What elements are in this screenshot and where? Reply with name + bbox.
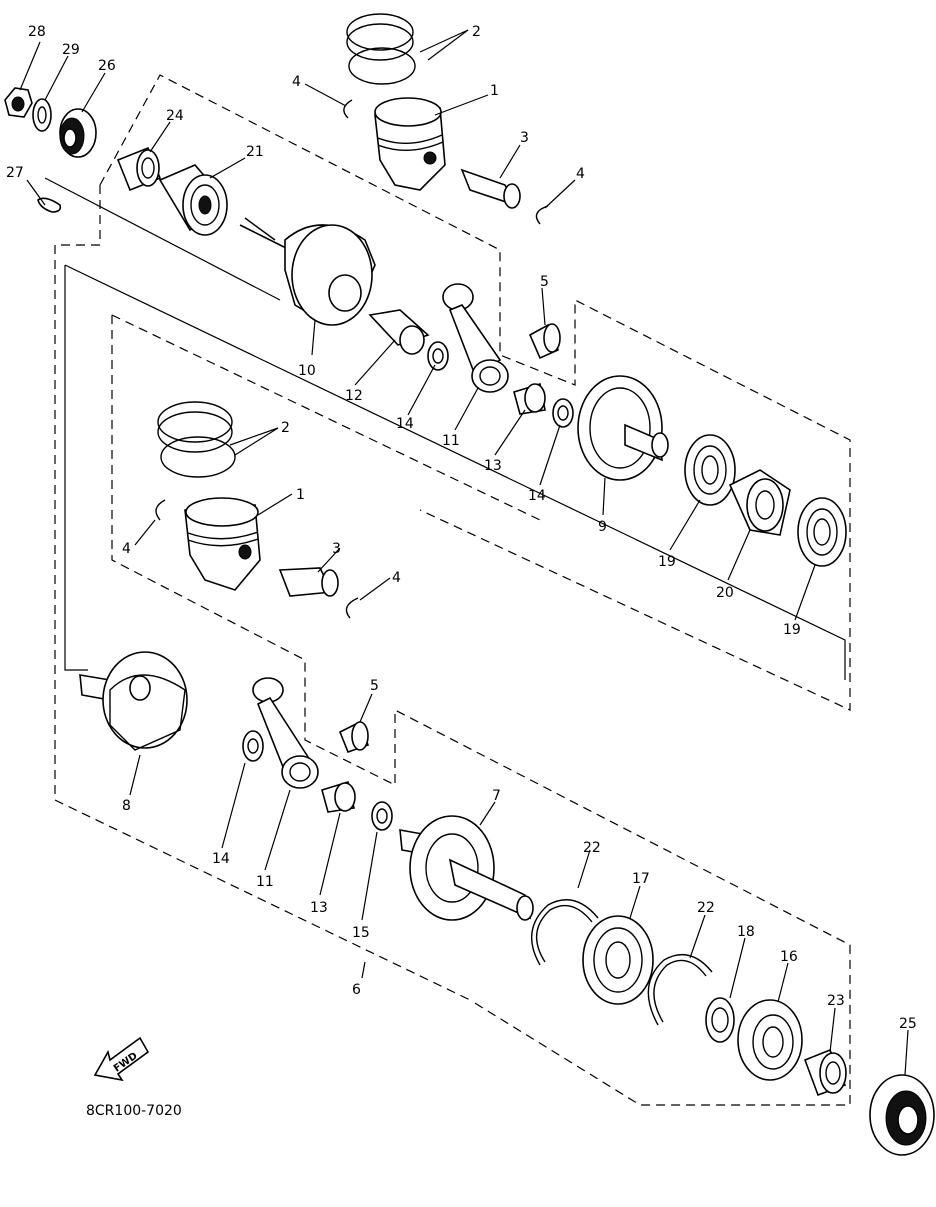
spacer-20 [728, 469, 791, 536]
callout-13-upper: 13 [484, 458, 502, 474]
crank-pin-12 [368, 309, 430, 355]
collar-23 [803, 1048, 847, 1097]
callout-15: 15 [352, 925, 370, 941]
callout-21: 21 [246, 144, 264, 160]
callout-5-upper: 5 [540, 274, 549, 290]
circlip-4-c [155, 499, 166, 521]
washer-29 [32, 98, 52, 132]
bearing-19-b [797, 497, 847, 567]
callout-7: 7 [492, 788, 501, 804]
piston-rings-2-upper [346, 13, 416, 85]
bearing-16 [737, 999, 803, 1081]
callout-11-lower: 11 [256, 874, 274, 890]
connecting-rod-11-upper [442, 283, 509, 393]
callout-4-c: 4 [122, 541, 131, 557]
bearing-5-upper [528, 323, 561, 360]
leader-lines [19, 29, 909, 1076]
washer-15 [371, 801, 393, 831]
piston-pin-3-lower [278, 567, 339, 597]
callout-4-b: 4 [576, 166, 585, 182]
key-27 [37, 197, 62, 213]
callout-19-a: 19 [658, 554, 676, 570]
oil-seal-26 [59, 108, 97, 158]
callout-22-a: 22 [583, 840, 601, 856]
washer-18 [705, 997, 735, 1043]
callout-19-b: 19 [783, 622, 801, 638]
callout-14-a: 14 [396, 416, 414, 432]
circlip-4-a [343, 99, 353, 119]
collar-24 [116, 146, 162, 192]
callout-16: 16 [780, 949, 798, 965]
bearing-19-a [684, 434, 736, 506]
callout-20: 20 [716, 585, 734, 601]
piston-1-upper [374, 97, 446, 191]
callout-11-upper: 11 [442, 433, 460, 449]
callout-26: 26 [98, 58, 116, 74]
callout-3-lower: 3 [332, 541, 341, 557]
piston-pin-3-upper [460, 168, 521, 209]
callout-9: 9 [598, 519, 607, 535]
bearing-17 [582, 915, 654, 1005]
callout-6: 6 [352, 982, 361, 998]
callout-8: 8 [122, 798, 131, 814]
callout-22-b: 22 [697, 900, 715, 916]
connecting-rod-11-lower [252, 677, 319, 789]
callout-18: 18 [737, 924, 755, 940]
diagram-code: 8CR100-7020 [86, 1103, 182, 1119]
callout-14-c: 14 [212, 851, 230, 867]
washer-14-c [242, 730, 264, 762]
crank-8 [79, 651, 188, 751]
circlip-22-a [531, 899, 599, 966]
piston-rings-2-lower [157, 401, 236, 478]
crank-7 [399, 815, 534, 921]
callout-29: 29 [62, 42, 80, 58]
bearing-13-upper [513, 382, 546, 415]
washer-14-a [427, 341, 449, 371]
callout-4-a: 4 [292, 74, 301, 90]
assembly-outlines [44, 74, 851, 1106]
callout-27: 27 [6, 165, 24, 181]
callout-5-lower: 5 [370, 678, 379, 694]
bearing-21 [158, 164, 228, 236]
circlip-4-d [345, 597, 359, 619]
callout-labels: 28 29 26 27 24 21 2 4 1 3 4 5 10 12 14 1… [6, 24, 917, 1032]
callout-13-lower: 13 [310, 900, 328, 916]
callout-28: 28 [28, 24, 46, 40]
fwd-arrow-icon: FWD [93, 1036, 150, 1082]
callout-4-d: 4 [392, 570, 401, 586]
oil-seal-25 [869, 1074, 935, 1156]
callout-25: 25 [899, 1016, 917, 1032]
nut-28 [4, 87, 33, 118]
bearing-13-lower [321, 780, 356, 813]
callout-3-upper: 3 [520, 130, 529, 146]
callout-2-lower: 2 [281, 420, 290, 436]
piston-1-lower [184, 497, 261, 591]
callout-12: 12 [345, 388, 363, 404]
callout-10: 10 [298, 363, 316, 379]
callout-2-upper: 2 [472, 24, 481, 40]
callout-23: 23 [827, 993, 845, 1009]
crank-9 [577, 375, 669, 481]
callout-17: 17 [632, 871, 650, 887]
circlip-22-b [647, 953, 713, 1026]
callout-14-b: 14 [528, 488, 546, 504]
callout-1-lower: 1 [296, 487, 305, 503]
callout-1-upper: 1 [490, 83, 499, 99]
washer-14-b [552, 398, 574, 428]
callout-24: 24 [166, 108, 184, 124]
bearing-5-lower [338, 720, 370, 754]
crank-10 [239, 217, 376, 326]
circlip-4-b [535, 205, 549, 225]
